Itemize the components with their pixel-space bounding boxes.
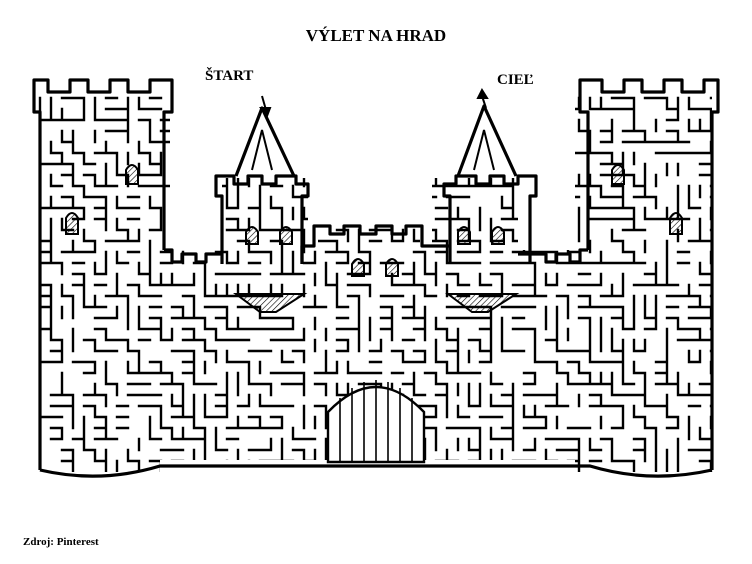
castle-outline (32, 78, 720, 478)
start-label: ŠTART (205, 68, 254, 84)
goal-label: CIEĽ (497, 72, 534, 88)
arrow-down-icon (259, 95, 272, 119)
spire-paths (251, 129, 495, 171)
castle-windows (65, 164, 683, 313)
page-title: VÝLET NA HRAD (305, 26, 447, 45)
arrow-up-icon (476, 87, 489, 109)
source-credit: Zdroj: Pinterest (23, 536, 99, 548)
castle-gate (326, 380, 426, 464)
